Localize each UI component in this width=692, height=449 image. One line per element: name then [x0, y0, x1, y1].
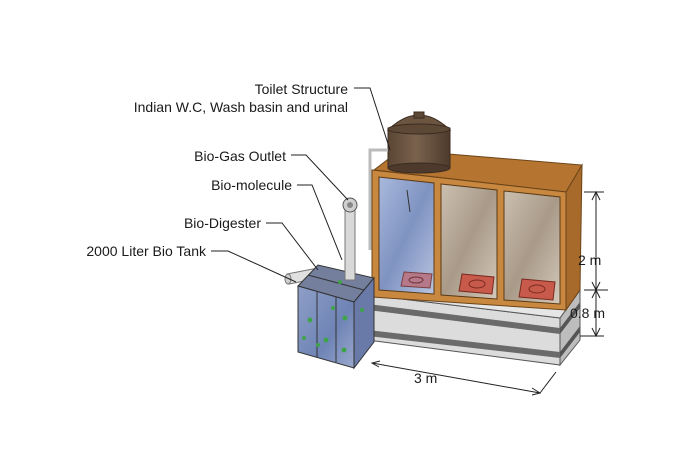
water-tank: [368, 111, 452, 250]
dimension-height: 2 m: [578, 252, 601, 268]
label-bio-molecule: Bio-molecule: [211, 177, 292, 193]
labels: Toilet Structure Indian W.C, Wash basin …: [86, 81, 348, 259]
plinth-band-upper: [368, 304, 560, 334]
dimension-labels: 2 m 0.8 m 3 m: [414, 252, 605, 386]
label-bio-tank: 2000 Liter Bio Tank: [86, 243, 207, 259]
squat-pan-3: [518, 278, 556, 301]
plinth-band-lower: [368, 330, 560, 358]
bio-tank: [284, 197, 375, 370]
label-biogas-outlet: Bio-Gas Outlet: [194, 148, 286, 164]
compartment-glass-2: [440, 183, 498, 300]
compartment-glass-1: [378, 176, 435, 295]
dimension-lines: [370, 190, 608, 396]
squat-pan-2: [458, 273, 495, 295]
bio-molecule-particles: [302, 280, 364, 353]
toilet-cabin: [371, 149, 583, 312]
vent-pipe: [344, 207, 356, 281]
dimension-length: 3 m: [414, 370, 437, 386]
squat-pan-1: [400, 271, 433, 289]
dimension-base-height: 0.8 m: [570, 305, 605, 321]
label-toilet-structure: Toilet Structure: [255, 81, 349, 97]
label-bio-digester: Bio-Digester: [184, 215, 261, 231]
label-toilet-fixtures: Indian W.C, Wash basin and urinal: [134, 99, 348, 115]
leader-lines: [211, 87, 391, 283]
compartment-glass-3: [503, 190, 561, 305]
